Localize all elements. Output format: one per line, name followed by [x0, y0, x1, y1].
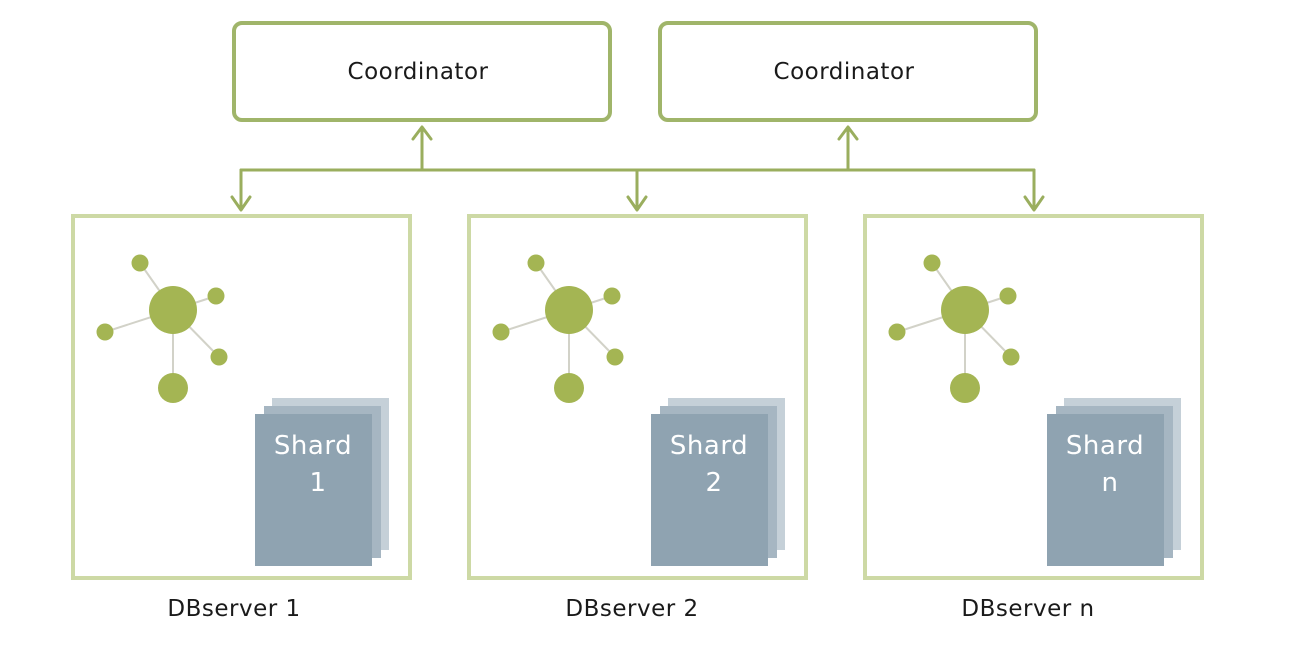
dbserver-n: Shard n DBserver n — [863, 214, 1204, 622]
dbserver-box — [71, 214, 412, 580]
shard-id: 1 — [309, 468, 326, 498]
shard-card — [651, 414, 768, 566]
shard-stack-icon: Shard n — [1047, 398, 1181, 566]
shard-id: n — [1102, 468, 1119, 498]
dbserver-box — [863, 214, 1204, 580]
connector-lines — [230, 125, 1045, 212]
coordinator-box — [232, 21, 612, 122]
coordinator-label: Coordinator — [774, 59, 915, 85]
shard-label: Shard — [1066, 431, 1144, 461]
dbserver-box — [467, 214, 808, 580]
shard-label: Shard — [274, 431, 352, 461]
graph-network-icon — [888, 254, 1020, 403]
shard-id: 2 — [705, 468, 722, 498]
shard-stack-icon: Shard 2 — [651, 398, 785, 566]
coordinator-box — [658, 21, 1038, 122]
arrow-up-icon — [837, 125, 859, 141]
shard-card — [1047, 414, 1164, 566]
coordinator-label: Coordinator — [348, 59, 489, 85]
dbserver-label: DBserver 2 — [565, 596, 698, 622]
shard-stack-icon: Shard 1 — [255, 398, 389, 566]
coordinator-2: Coordinator — [658, 21, 1038, 122]
dbserver-2: Shard 2 DBserver 2 — [467, 214, 808, 622]
dbserver-1: Shard 1 DBserver 1 — [71, 214, 412, 622]
arrow-down-icon — [230, 195, 252, 212]
graph-network-icon — [492, 254, 624, 403]
arrow-up-icon — [411, 125, 433, 141]
shard-card — [255, 414, 372, 566]
arrow-down-icon — [626, 195, 648, 212]
shard-label: Shard — [670, 431, 748, 461]
graph-network-icon — [96, 254, 228, 403]
coordinator-1: Coordinator — [232, 21, 612, 122]
dbserver-label: DBserver n — [961, 596, 1094, 622]
dbserver-label: DBserver 1 — [167, 596, 300, 622]
arrow-down-icon — [1023, 195, 1045, 212]
